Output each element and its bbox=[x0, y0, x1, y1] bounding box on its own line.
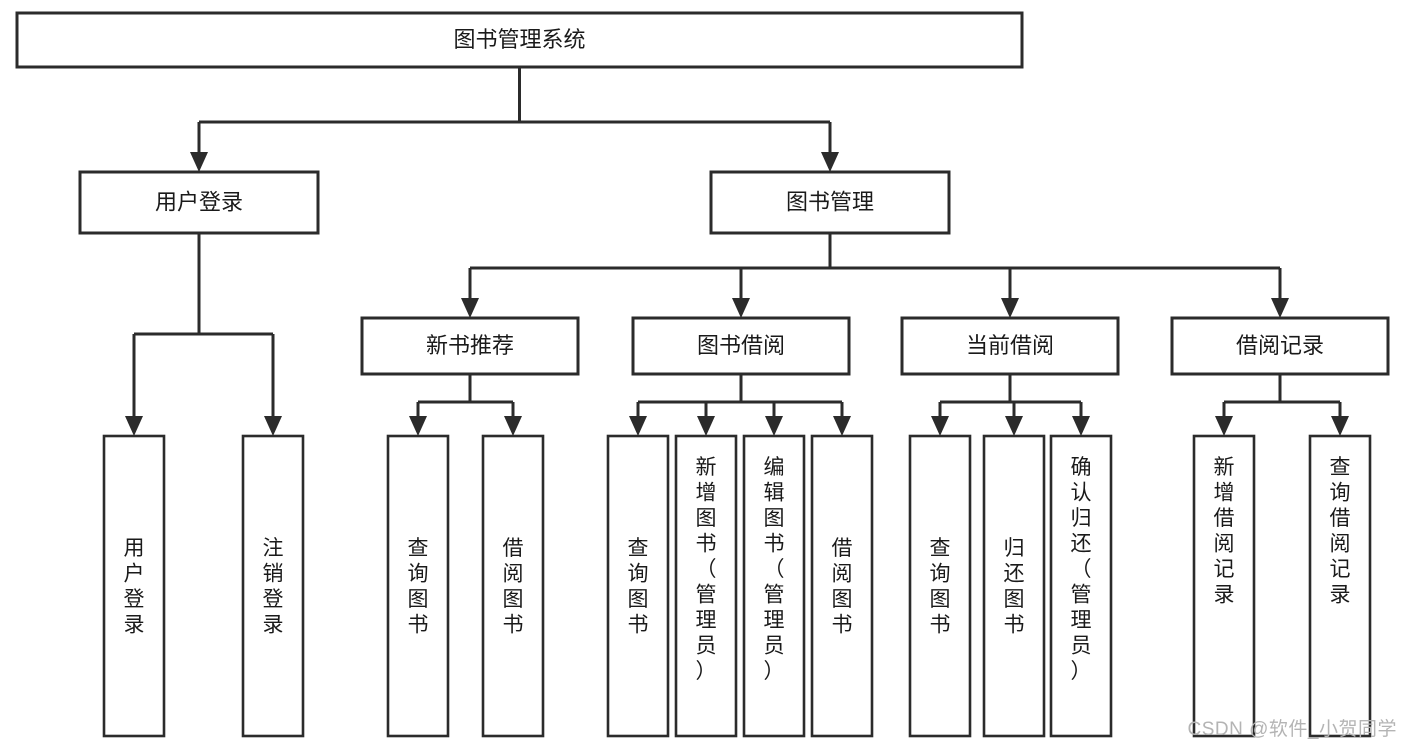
node-label: 注销登录 bbox=[263, 537, 284, 637]
node-box bbox=[1170, 316, 1390, 376]
node-label: 归还图书 bbox=[1004, 537, 1025, 637]
node-box bbox=[386, 434, 450, 738]
arrow-head-icon bbox=[629, 416, 647, 436]
node-book-management[interactable]: 图书管理 bbox=[709, 170, 951, 235]
node-box bbox=[810, 434, 874, 738]
node-leaf-query-book-cur[interactable]: 查询图书 bbox=[908, 434, 972, 738]
node-box bbox=[78, 170, 320, 235]
arrow-head-icon bbox=[833, 416, 851, 436]
node-leaf-user-login[interactable]: 用户登录 bbox=[102, 434, 166, 738]
node-borrow-record[interactable]: 借阅记录 bbox=[1170, 316, 1390, 376]
node-box bbox=[908, 434, 972, 738]
node-label: 图书管理 bbox=[786, 189, 874, 214]
arrow-head-icon bbox=[931, 416, 949, 436]
node-leaf-query-book-rec[interactable]: 查询图书 bbox=[386, 434, 450, 738]
node-label: 编辑图书（管理员） bbox=[764, 456, 785, 683]
node-box bbox=[241, 434, 305, 738]
node-root: 图书管理系统 bbox=[15, 11, 1024, 69]
node-label: 当前借阅 bbox=[966, 333, 1054, 358]
node-label: 查询图书 bbox=[408, 537, 429, 637]
node-leaf-add-record[interactable]: 新增借阅记录 bbox=[1192, 434, 1256, 738]
node-leaf-borrow-book[interactable]: 借阅图书 bbox=[810, 434, 874, 738]
arrow-head-icon bbox=[1271, 298, 1289, 318]
node-box bbox=[982, 434, 1046, 738]
node-current-borrow[interactable]: 当前借阅 bbox=[900, 316, 1120, 376]
arrow-head-icon bbox=[1072, 416, 1090, 436]
node-label: 图书管理系统 bbox=[453, 27, 585, 52]
node-label: 图书借阅 bbox=[697, 333, 785, 358]
node-user-login[interactable]: 用户登录 bbox=[78, 170, 320, 235]
node-label: 查询图书 bbox=[930, 537, 951, 637]
node-leaf-borrow-book-rec[interactable]: 借阅图书 bbox=[481, 434, 545, 738]
node-box bbox=[900, 316, 1120, 376]
arrow-head-icon bbox=[264, 416, 282, 436]
node-label: 新书推荐 bbox=[426, 333, 514, 358]
arrow-head-icon bbox=[1331, 416, 1349, 436]
node-label: 借阅图书 bbox=[832, 537, 853, 637]
node-book-borrow[interactable]: 图书借阅 bbox=[631, 316, 851, 376]
node-layer: 图书管理系统用户登录图书管理新书推荐图书借阅当前借阅借阅记录用户登录注销登录查询… bbox=[15, 11, 1390, 738]
node-box bbox=[1192, 434, 1256, 738]
node-box bbox=[102, 434, 166, 738]
arrow-head-icon bbox=[697, 416, 715, 436]
arrow-head-icon bbox=[1215, 416, 1233, 436]
arrow-head-icon bbox=[765, 416, 783, 436]
node-box bbox=[606, 434, 670, 738]
node-label: 用户登录 bbox=[124, 537, 145, 637]
node-label: 查询图书 bbox=[628, 537, 649, 637]
node-label: 新增图书（管理员） bbox=[696, 456, 717, 683]
arrow-head-icon bbox=[504, 416, 522, 436]
arrow-head-icon bbox=[461, 298, 479, 318]
arrow-head-icon bbox=[190, 152, 208, 172]
arrow-head-icon bbox=[732, 298, 750, 318]
node-box bbox=[674, 434, 738, 738]
node-label: 确认归还（管理员） bbox=[1071, 456, 1092, 683]
arrow-head-icon bbox=[1001, 298, 1019, 318]
node-leaf-return-book[interactable]: 归还图书 bbox=[982, 434, 1046, 738]
node-label: 借阅记录 bbox=[1236, 333, 1324, 358]
node-leaf-edit-book[interactable]: 编辑图书（管理员） bbox=[742, 434, 806, 738]
connector-layer bbox=[125, 67, 1349, 436]
node-box bbox=[1049, 434, 1113, 738]
arrow-head-icon bbox=[1005, 416, 1023, 436]
node-box bbox=[631, 316, 851, 376]
arrow-head-icon bbox=[125, 416, 143, 436]
node-box bbox=[360, 316, 580, 376]
node-leaf-query-book-borrow[interactable]: 查询图书 bbox=[606, 434, 670, 738]
node-label: 查询借阅记录 bbox=[1330, 456, 1351, 607]
watermark-label: CSDN @软件_小贺同学 bbox=[1187, 719, 1397, 740]
node-leaf-add-book[interactable]: 新增图书（管理员） bbox=[674, 434, 738, 738]
arrow-head-icon bbox=[821, 152, 839, 172]
node-box bbox=[481, 434, 545, 738]
node-box bbox=[709, 170, 951, 235]
arrow-head-icon bbox=[409, 416, 427, 436]
node-leaf-confirm-return[interactable]: 确认归还（管理员） bbox=[1049, 434, 1113, 738]
node-box bbox=[742, 434, 806, 738]
node-label: 用户登录 bbox=[155, 189, 243, 214]
node-leaf-logout[interactable]: 注销登录 bbox=[241, 434, 305, 738]
node-new-book-recommend[interactable]: 新书推荐 bbox=[360, 316, 580, 376]
node-box bbox=[1308, 434, 1372, 738]
node-box bbox=[15, 11, 1024, 69]
node-label: 新增借阅记录 bbox=[1214, 456, 1235, 607]
node-label: 借阅图书 bbox=[503, 537, 524, 637]
node-leaf-query-record[interactable]: 查询借阅记录 bbox=[1308, 434, 1372, 738]
